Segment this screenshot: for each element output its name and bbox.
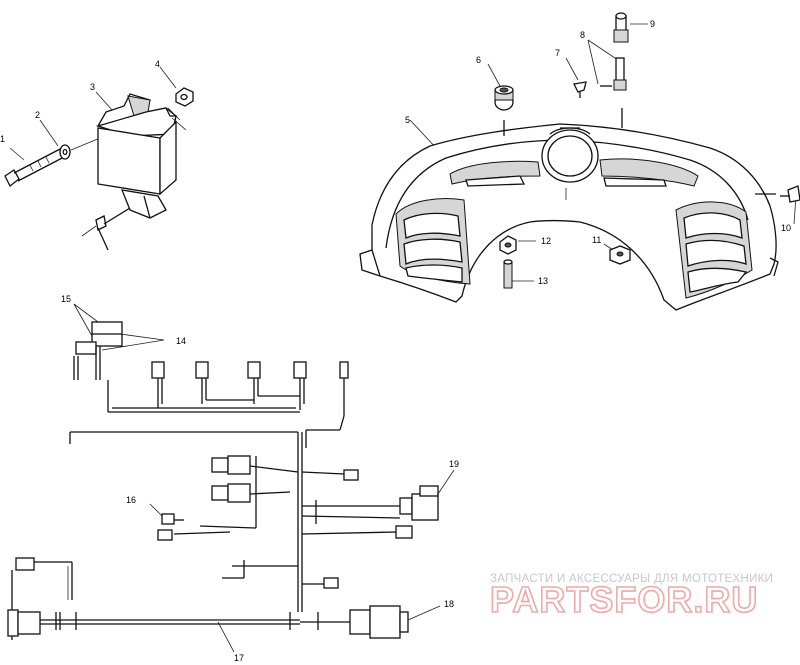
callout-15: 15 <box>61 294 71 304</box>
part-washer <box>39 119 101 160</box>
watermark: ЗАПЧАСТИ И АКСЕССУАРЫ ДЛЯ МОТОТЕХНИКИ PA… <box>489 573 773 621</box>
callout-4: 4 <box>155 59 160 69</box>
wiring-harness <box>7 303 455 653</box>
part-grommet <box>499 235 536 255</box>
callout-19: 19 <box>449 459 459 469</box>
part-nut-11 <box>603 243 631 265</box>
callout-14: 14 <box>176 336 186 346</box>
part-knob <box>487 63 514 111</box>
part-nut <box>159 66 194 131</box>
callout-17: 17 <box>234 653 244 663</box>
callout-1: 1 <box>0 134 5 144</box>
callout-18: 18 <box>444 599 454 609</box>
main-harness-bottom <box>7 609 350 653</box>
watermark-logo: PARTSFOR.RU <box>490 579 758 620</box>
callout-16: 16 <box>126 495 136 505</box>
part-bulb <box>613 12 648 43</box>
watermark-tagline: ЗАПЧАСТИ И АКСЕССУАРЫ ДЛЯ МОТОТЕХНИКИ <box>490 573 773 585</box>
callout-2: 2 <box>35 110 40 120</box>
callouts: 1 2 3 4 5 6 7 8 9 10 11 12 13 14 15 16 1… <box>0 19 791 663</box>
callout-5: 5 <box>405 115 410 125</box>
part-regulator <box>81 91 177 251</box>
callout-12: 12 <box>541 236 551 246</box>
part-bulb-holder <box>587 39 627 91</box>
part-bolt <box>4 147 67 187</box>
part-screw <box>780 185 800 225</box>
callout-10: 10 <box>781 223 791 233</box>
callout-7: 7 <box>555 48 560 58</box>
connector-bank <box>151 361 349 431</box>
part-pin <box>503 259 534 289</box>
callout-6: 6 <box>476 55 481 65</box>
callout-3: 3 <box>90 82 95 92</box>
callout-8: 8 <box>580 30 585 40</box>
part-clip <box>565 57 587 98</box>
callout-11: 11 <box>592 235 601 245</box>
part-dash-console <box>359 108 779 311</box>
callout-9: 9 <box>650 19 655 29</box>
callout-13: 13 <box>538 276 548 286</box>
